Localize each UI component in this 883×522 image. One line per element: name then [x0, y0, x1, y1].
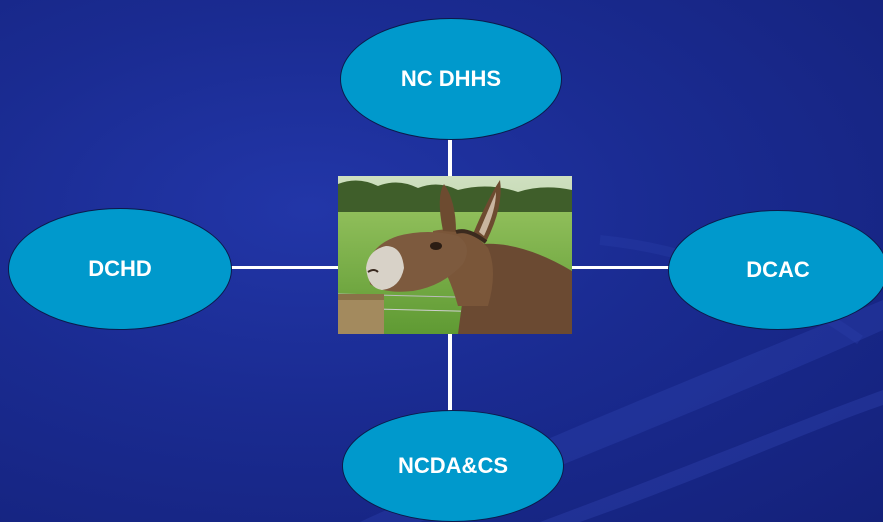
- node-ncda-cs: NCDA&CS: [342, 410, 564, 522]
- node-label: NC DHHS: [400, 66, 502, 91]
- node-label: DCAC: [746, 257, 810, 282]
- donkey-photo: [338, 176, 572, 334]
- connector-top: [448, 138, 452, 178]
- connector-left: [230, 266, 338, 269]
- connector-bottom: [448, 334, 452, 416]
- node-dchd: DCHD: [8, 208, 232, 330]
- node-dcac: DCAC: [668, 210, 883, 330]
- node-nc-dhhs: NC DHHS: [340, 18, 562, 140]
- node-label: DCHD: [88, 256, 152, 281]
- connector-right: [572, 266, 670, 269]
- node-label: NCDA&CS: [398, 453, 508, 478]
